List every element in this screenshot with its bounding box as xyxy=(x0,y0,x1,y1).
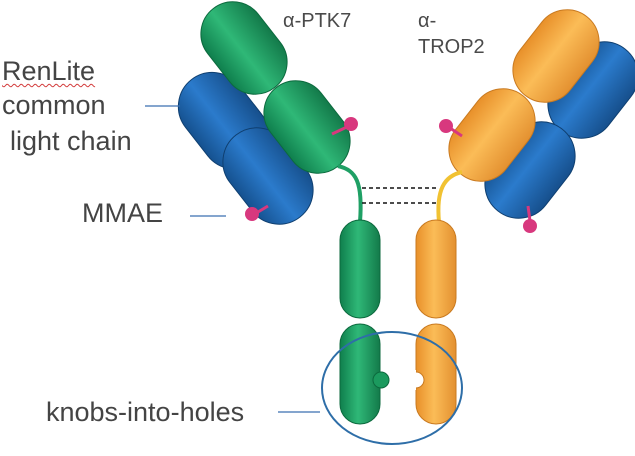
ptk7-heavy-chain-variable xyxy=(200,1,288,95)
renlite-label-line2: common xyxy=(2,90,106,120)
mmae-label: MMAE xyxy=(82,198,163,228)
knob xyxy=(372,371,390,389)
alpha-trop2-label-line2: TROP2 xyxy=(418,36,485,58)
knobs-into-holes-label: knobs-into-holes xyxy=(46,397,245,427)
ptk7-heavy-chain-ch1 xyxy=(263,80,351,174)
mmae-payload-trop2-light xyxy=(523,205,537,233)
knobs-into-holes-highlight xyxy=(321,331,463,445)
alpha-trop2-label-line1: α- xyxy=(418,10,437,32)
mmae-payload-trop2-heavy xyxy=(439,119,463,138)
renlite-label-line1: RenLite xyxy=(2,56,96,86)
trop2-hinge xyxy=(436,170,463,223)
ptk7-heavy-chain-ch2 xyxy=(339,219,381,319)
trop2-heavy-chain-ch1 xyxy=(448,88,536,182)
renlite-label-line3: light chain xyxy=(10,126,132,156)
hole-cutout xyxy=(404,370,416,390)
ptk7-hinge xyxy=(337,164,363,223)
mmae-payload-ptk7-light xyxy=(245,204,269,221)
alpha-ptk7-label: α-PTK7 xyxy=(283,10,352,32)
trop2-heavy-chain-variable xyxy=(512,9,600,103)
trop2-heavy-chain-ch2 xyxy=(415,219,457,319)
mmae-payload-ptk7-heavy xyxy=(331,117,358,136)
